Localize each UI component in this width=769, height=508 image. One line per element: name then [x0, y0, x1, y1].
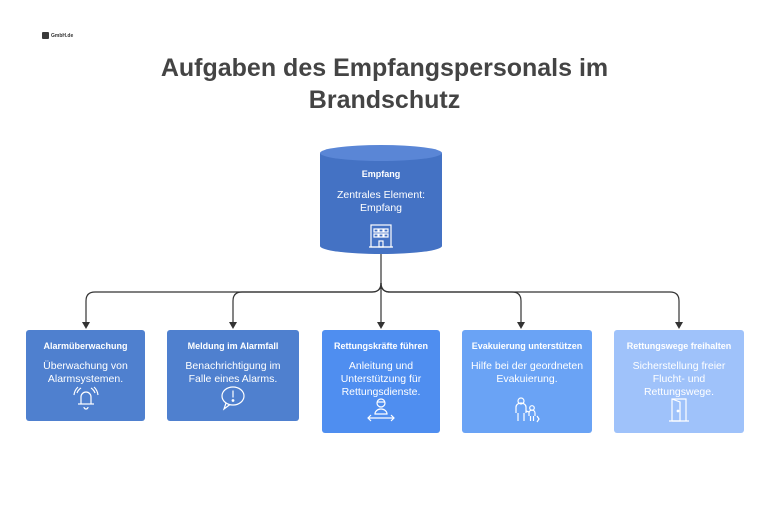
center-node: Empfang Zentrales Element: Empfang: [320, 153, 442, 253]
task-description: Benachrichtigung im Falle eines Alarms.: [185, 360, 281, 385]
connector-task-4: [380, 282, 522, 323]
arrowhead-2: [229, 322, 237, 329]
arrowhead-5: [675, 322, 683, 329]
logo: GmbH.de: [42, 32, 73, 39]
task-description: Anleitung und Unterstützung für Rettungs…: [340, 360, 422, 398]
rescuer-guide-icon: [322, 397, 440, 423]
logo-mark-icon: [42, 32, 49, 39]
task-description: Überwachung von Alarmsystemen.: [43, 360, 128, 385]
connector-task-2: [232, 282, 382, 323]
task-description: Hilfe bei der geordneten Evakuierung.: [470, 360, 584, 385]
page-title-text: Aufgaben des Empfangspersonals im Brands…: [160, 54, 609, 114]
center-description: Zentrales Element: Empfang: [336, 189, 426, 214]
arrowhead-3: [377, 322, 385, 329]
arrowhead-1: [82, 322, 90, 329]
center-heading: Empfang: [361, 169, 401, 179]
alarm-bell-icon: [26, 385, 145, 411]
exit-door-icon: [614, 397, 744, 423]
task-box-alarm-monitoring: Alarmüberwachung Überwachung von Alarmsy…: [26, 330, 145, 421]
task-heading: Meldung im Alarmfall: [187, 341, 279, 351]
people-evacuation-icon: [462, 397, 592, 423]
connector-arrowheads: [82, 322, 683, 329]
task-heading: Rettungswege freihalten: [626, 341, 732, 351]
task-heading: Alarmüberwachung: [43, 341, 128, 351]
task-box-guide-rescuers: Rettungskräfte führen Anleitung und Unte…: [322, 330, 440, 433]
connector-task-5: [380, 282, 680, 323]
page-title: Aufgaben des Empfangspersonals im Brands…: [0, 52, 769, 116]
task-description: Sicherstellung freier Flucht- und Rettun…: [632, 360, 726, 398]
connector-lines: [85, 254, 680, 323]
building-icon: [320, 223, 442, 254]
alert-speech-icon: [167, 385, 299, 411]
arrowhead-4: [517, 322, 525, 329]
task-heading: Rettungskräfte führen: [333, 341, 428, 351]
task-box-support-evacuation: Evakuierung unterstützen Hilfe bei der g…: [462, 330, 592, 433]
center-cylinder: [320, 145, 442, 254]
task-box-keep-escape-routes-clear: Rettungswege freihalten Sicherstellung f…: [614, 330, 744, 433]
task-box-alarm-reporting: Meldung im Alarmfall Benachrichtigung im…: [167, 330, 299, 421]
task-heading: Evakuierung unterstützen: [471, 341, 583, 351]
logo-text: GmbH.de: [51, 32, 74, 39]
